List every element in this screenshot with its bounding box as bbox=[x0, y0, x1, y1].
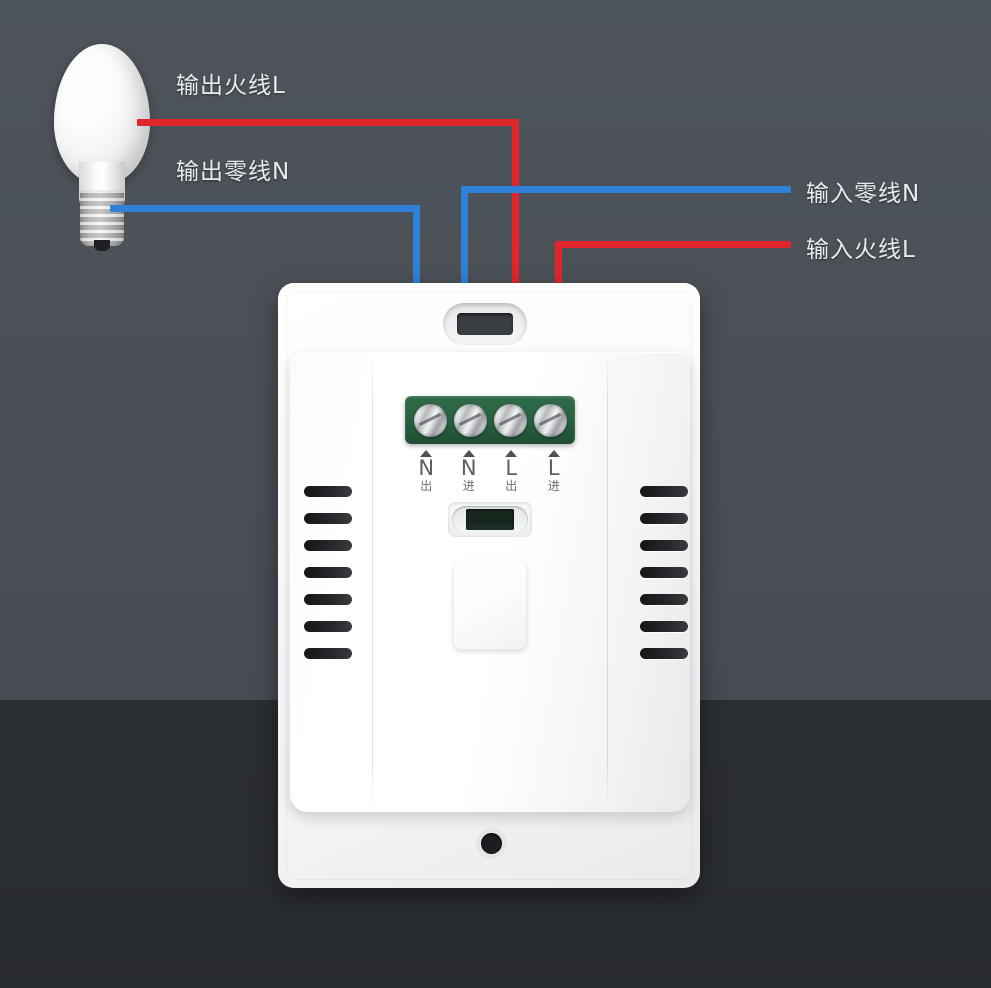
terminal-screw-n-in[interactable] bbox=[453, 403, 487, 437]
terminal-sub: 进 bbox=[547, 479, 560, 493]
terminal-screw-l-in[interactable] bbox=[533, 403, 567, 437]
wire-entry-slot bbox=[443, 303, 527, 345]
body-seam-left bbox=[372, 352, 373, 812]
arrow-up-icon bbox=[547, 450, 560, 457]
arrow-up-icon bbox=[420, 450, 433, 457]
input-neutral-wire-horizontal bbox=[461, 186, 791, 193]
vent-slot bbox=[640, 594, 688, 605]
bulb-screw-base bbox=[80, 190, 124, 246]
mounting-screw-hole bbox=[481, 833, 502, 854]
terminal-sub: 进 bbox=[462, 479, 475, 493]
terminal-label-n-in: N 进 bbox=[452, 450, 486, 498]
vent-slot bbox=[304, 621, 352, 632]
vent-slot bbox=[304, 567, 352, 578]
vent-slot bbox=[640, 513, 688, 524]
arrow-up-icon bbox=[505, 450, 518, 457]
vent-group-right bbox=[636, 486, 692, 668]
vent-slot bbox=[304, 513, 352, 524]
output-live-wire-vertical bbox=[512, 119, 519, 409]
terminal-block bbox=[405, 396, 575, 444]
terminal-mark: N bbox=[418, 456, 435, 480]
label-output-live: 输出火线L bbox=[176, 73, 286, 99]
terminal-sub: 出 bbox=[420, 479, 433, 493]
vent-slot bbox=[304, 540, 352, 551]
terminal-mark: N bbox=[460, 456, 477, 480]
body-seam-right bbox=[607, 352, 608, 812]
input-live-wire-horizontal bbox=[555, 241, 791, 248]
indicator-window bbox=[466, 509, 514, 530]
terminal-mark: L bbox=[547, 456, 560, 480]
wire-entry-slot-opening bbox=[457, 313, 513, 335]
vent-slot bbox=[640, 540, 688, 551]
terminal-label-l-out: L 出 bbox=[494, 450, 528, 498]
terminal-label-row: N 出 N 进 L 出 L 进 bbox=[405, 450, 575, 498]
light-bulb bbox=[48, 44, 156, 251]
terminal-label-n-out: N 出 bbox=[409, 450, 443, 498]
arrow-up-icon bbox=[462, 450, 475, 457]
vent-slot bbox=[304, 594, 352, 605]
label-input-neutral: 输入零线N bbox=[806, 181, 921, 207]
vent-slot bbox=[640, 486, 688, 497]
vent-group-left bbox=[300, 486, 356, 668]
output-neutral-wire-horizontal bbox=[110, 205, 416, 212]
bulb-glass bbox=[54, 44, 150, 184]
terminal-sub: 出 bbox=[505, 479, 518, 493]
vent-slot bbox=[640, 648, 688, 659]
bulb-contact-tip bbox=[94, 240, 110, 251]
vent-slot bbox=[640, 567, 688, 578]
label-output-neutral: 输出零线N bbox=[176, 159, 291, 185]
terminal-screw-l-out[interactable] bbox=[493, 403, 527, 437]
label-input-live: 输入火线L bbox=[806, 237, 916, 263]
terminal-mark: L bbox=[505, 456, 518, 480]
vent-slot bbox=[304, 648, 352, 659]
output-live-wire-horizontal bbox=[137, 119, 519, 126]
vent-slot bbox=[304, 486, 352, 497]
rocker-button[interactable] bbox=[453, 560, 527, 650]
vent-slot bbox=[640, 621, 688, 632]
terminal-screw-n-out[interactable] bbox=[413, 403, 447, 437]
terminal-label-l-in: L 进 bbox=[537, 450, 571, 498]
